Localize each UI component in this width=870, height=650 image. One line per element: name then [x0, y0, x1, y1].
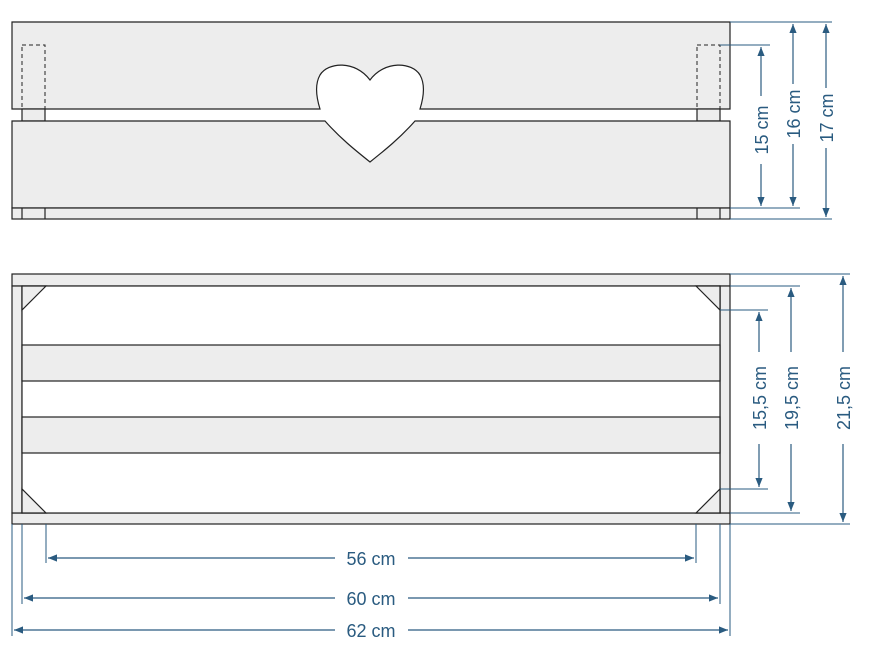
- front-view: 15 cm 16 cm 17 cm: [11, 21, 837, 220]
- front-right-leg-gap: [696, 108, 721, 122]
- top-back-board: [11, 273, 731, 287]
- dim-label-mid-depth: 19,5 cm: [782, 366, 802, 430]
- corner-block-bottom-right: [694, 487, 721, 514]
- dim-label-total-height: 17 cm: [817, 93, 837, 142]
- front-bottom-rail: [11, 207, 731, 220]
- top-interior: [21, 285, 721, 514]
- dim-label-mid-length: 60 cm: [346, 589, 395, 609]
- dim-label-inner-depth: 15,5 cm: [750, 366, 770, 430]
- corner-block-bottom-left: [21, 487, 48, 514]
- front-left-leg-gap: [21, 108, 46, 122]
- top-left-side: [11, 285, 23, 514]
- corner-block-top-left: [21, 285, 48, 312]
- dim-label-total-depth: 21,5 cm: [834, 366, 854, 430]
- top-front-board: [11, 512, 731, 525]
- dim-label-inner-height: 16 cm: [784, 89, 804, 138]
- bottom-slat-1: [21, 344, 721, 382]
- top-view: 15,5 cm 19,5 cm 21,5 cm 56 cm 60 cm 62 c…: [11, 273, 854, 641]
- dim-label-inner-length: 56 cm: [346, 549, 395, 569]
- front-bottom-board: [11, 120, 731, 209]
- front-left-hidden-leg: [21, 44, 46, 110]
- top-right-side: [719, 285, 731, 514]
- dim-label-panel-height: 15 cm: [752, 105, 772, 154]
- bottom-slat-2: [21, 416, 721, 454]
- dim-label-total-length: 62 cm: [346, 621, 395, 641]
- corner-block-top-right: [694, 285, 721, 312]
- front-right-hidden-leg: [696, 44, 721, 110]
- front-top-board: [11, 21, 731, 110]
